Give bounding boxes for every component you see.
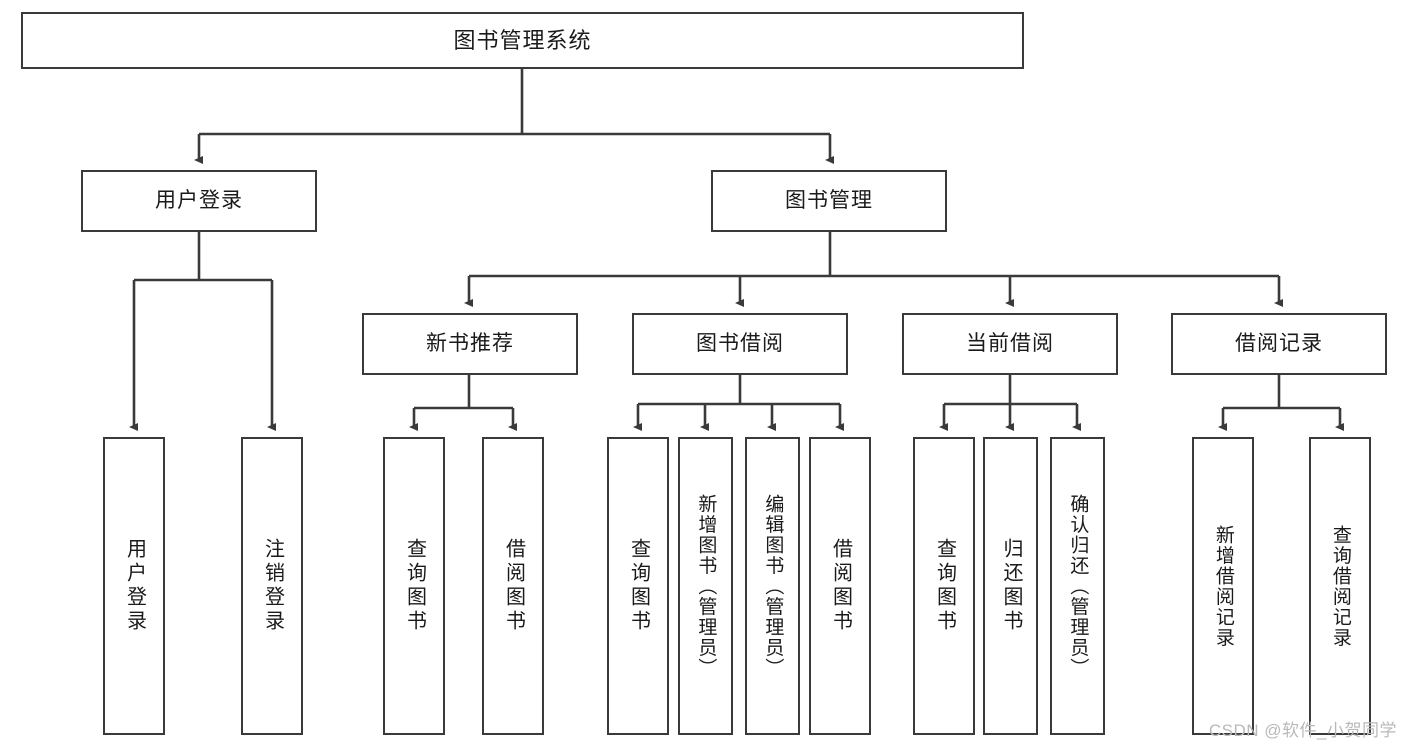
node-label: 当前借阅 (966, 331, 1054, 355)
node-label: 图书管理系统 (453, 27, 592, 53)
node-label: 用户登录 (155, 188, 243, 212)
node-root-system[interactable]: 图书管理系统 (21, 12, 1024, 69)
node-label: 用户登录 (123, 538, 146, 634)
node-label: 归还图书 (1000, 538, 1022, 634)
node-label: 图书管理 (785, 188, 873, 212)
leaf-confirm-return-admin[interactable]: 确认归还（管理员） (1050, 437, 1105, 735)
node-borrow-records[interactable]: 借阅记录 (1171, 313, 1387, 375)
node-new-book-recommend[interactable]: 新书推荐 (362, 313, 578, 375)
node-label: 确认归还（管理员） (1067, 493, 1089, 679)
leaf-query-book-recommend[interactable]: 查询图书 (383, 437, 445, 735)
node-book-management[interactable]: 图书管理 (711, 170, 947, 232)
leaf-borrow-book[interactable]: 借阅图书 (809, 437, 871, 735)
leaf-logout[interactable]: 注销登录 (241, 437, 303, 735)
node-current-borrow[interactable]: 当前借阅 (902, 313, 1118, 375)
node-label: 借阅图书 (829, 538, 852, 634)
node-label: 新增借阅记录 (1212, 524, 1234, 648)
node-label: 注销登录 (261, 538, 284, 634)
node-label: 借阅记录 (1235, 331, 1323, 355)
node-label: 查询借阅记录 (1329, 524, 1351, 648)
node-label: 借阅图书 (502, 538, 525, 634)
leaf-query-book-current[interactable]: 查询图书 (913, 437, 975, 735)
leaf-add-book-admin[interactable]: 新增图书（管理员） (678, 437, 733, 735)
leaf-add-borrow-record[interactable]: 新增借阅记录 (1192, 437, 1254, 735)
node-label: 查询图书 (403, 538, 426, 634)
leaf-query-borrow-record[interactable]: 查询借阅记录 (1309, 437, 1371, 735)
node-user-login[interactable]: 用户登录 (81, 170, 317, 232)
leaf-edit-book-admin[interactable]: 编辑图书（管理员） (745, 437, 800, 735)
leaf-borrow-book-recommend[interactable]: 借阅图书 (482, 437, 544, 735)
leaf-user-login[interactable]: 用户登录 (103, 437, 165, 735)
node-label: 新增图书（管理员） (695, 493, 717, 679)
node-label: 新书推荐 (426, 331, 514, 355)
node-book-borrow[interactable]: 图书借阅 (632, 313, 848, 375)
node-label: 编辑图书（管理员） (762, 493, 784, 679)
node-label: 图书借阅 (696, 331, 784, 355)
node-label: 查询图书 (933, 538, 956, 634)
node-label: 查询图书 (627, 538, 650, 634)
leaf-return-book[interactable]: 归还图书 (983, 437, 1038, 735)
leaf-query-book-borrow[interactable]: 查询图书 (607, 437, 669, 735)
